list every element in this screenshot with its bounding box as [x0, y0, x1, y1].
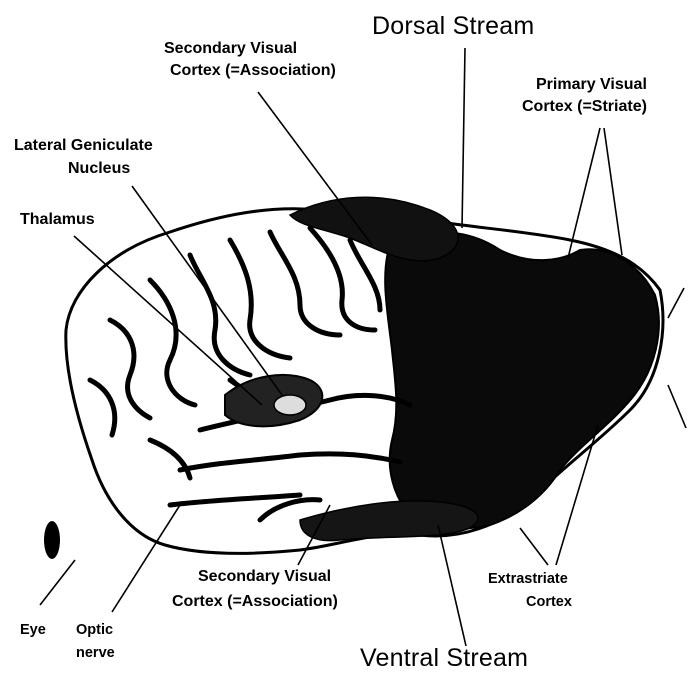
dorsal-stream-label: Dorsal Stream: [372, 12, 534, 42]
primary-visual-label-line2: Cortex (=Striate): [522, 98, 647, 117]
visual-cortex-dark-region: [385, 232, 659, 528]
secondary-visual-top-label-line2: Cortex (=Association): [170, 62, 336, 81]
thalamus-label: Thalamus: [20, 211, 95, 230]
primary-visual-label-line1: Primary Visual: [536, 76, 647, 95]
extrastriate-label-line1: Extrastriate: [488, 571, 568, 588]
secondary-visual-top-label-line1: Secondary Visual: [164, 40, 297, 59]
secondary-visual-bottom-label-line1: Secondary Visual: [198, 568, 331, 587]
secondary-visual-bottom-label-line2: Cortex (=Association): [172, 593, 338, 612]
optic-nerve-label-line2: nerve: [76, 645, 115, 662]
lgn-label-line2: Nucleus: [68, 160, 130, 179]
lgn-nucleus: [274, 395, 306, 415]
eye-shape: [44, 521, 60, 559]
extrastriate-label-line2: Cortex: [526, 594, 572, 611]
optic-nerve-label-line1: Optic: [76, 622, 113, 639]
ventral-stream-label: Ventral Stream: [360, 644, 528, 674]
eye-label: Eye: [20, 622, 46, 639]
lgn-label-line1: Lateral Geniculate: [14, 137, 153, 156]
